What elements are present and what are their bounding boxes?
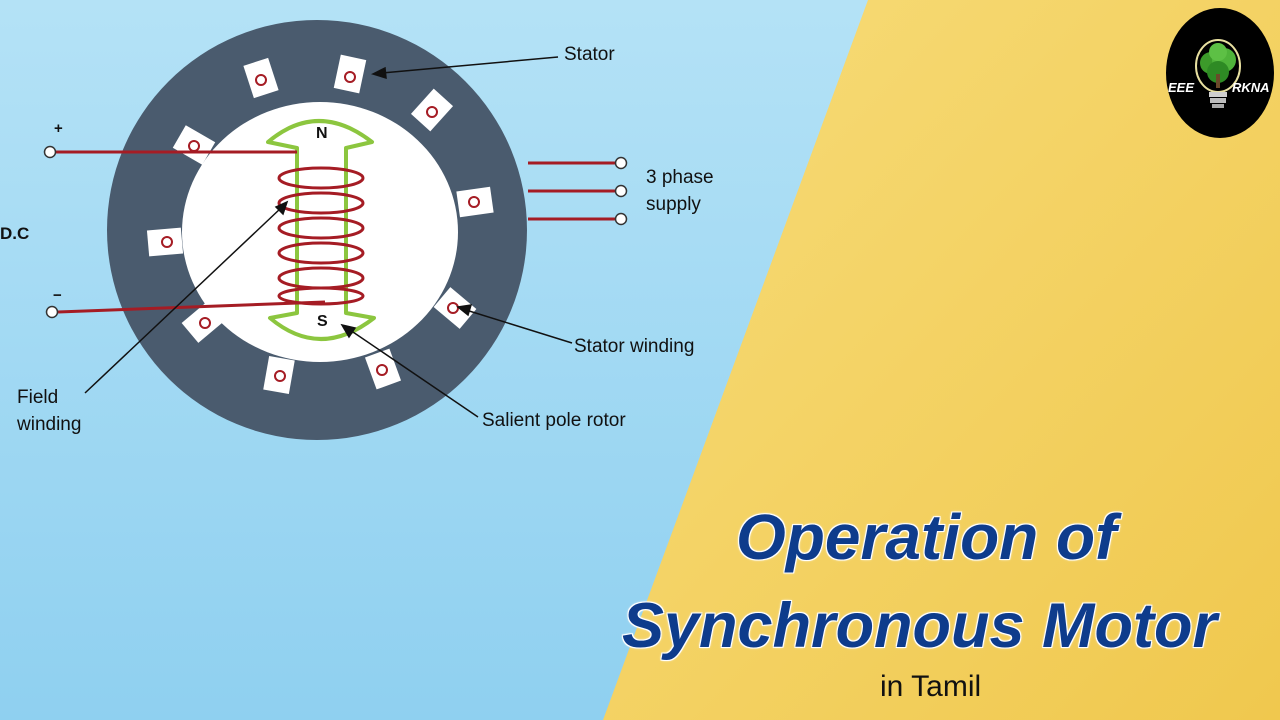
stator-slot xyxy=(146,227,184,257)
supply-label-line2: supply xyxy=(646,194,701,215)
stator-winding-label: Stator winding xyxy=(574,336,695,357)
stator-slot xyxy=(243,57,279,99)
stator-slot xyxy=(433,287,477,329)
stator-label: Stator xyxy=(564,44,615,65)
tree-bulb-icon xyxy=(1195,39,1241,108)
subtitle: in Tamil xyxy=(880,670,982,703)
three-phase-terminals xyxy=(614,156,628,226)
rotor-arrowhead xyxy=(340,323,357,339)
supply-label-line1: 3 phase xyxy=(646,167,714,188)
field-winding-label-line2: winding xyxy=(17,414,82,435)
salient-pole-rotor xyxy=(266,119,376,341)
stator-conductors xyxy=(161,71,480,382)
logo-text-left: EEE xyxy=(1168,80,1195,95)
stator-slot xyxy=(172,125,216,165)
yellow-background xyxy=(603,0,1280,720)
title-line1: Operation of xyxy=(736,501,1117,573)
title-line2: Synchronous Motor xyxy=(622,591,1217,661)
stator-slot xyxy=(410,88,454,132)
stator-slot xyxy=(333,54,367,94)
dc-leads xyxy=(55,150,326,314)
field-winding-label-line1: Field xyxy=(17,387,59,408)
south-pole-label: S xyxy=(317,313,328,330)
plus-sign: + xyxy=(54,120,63,137)
minus-sign: − xyxy=(53,287,62,304)
stator-arrowhead xyxy=(370,66,387,80)
field-winding-arrowhead xyxy=(274,200,289,216)
channel-logo: EEE RKNA xyxy=(1166,8,1274,138)
stator-slot xyxy=(263,356,295,394)
field-winding-coil xyxy=(277,166,365,306)
dc-minus-terminal xyxy=(45,305,59,319)
dc-plus-terminal xyxy=(43,145,57,159)
three-phase-leads xyxy=(528,161,615,221)
leader-lines xyxy=(84,56,573,418)
north-pole-label: N xyxy=(316,125,328,142)
logo-text-right: RKNA xyxy=(1232,80,1270,95)
stator-slot xyxy=(456,186,494,218)
stator-winding-arrowhead xyxy=(456,304,473,317)
salient-pole-rotor-label: Salient pole rotor xyxy=(482,410,626,431)
dc-label: D.C xyxy=(0,224,30,243)
